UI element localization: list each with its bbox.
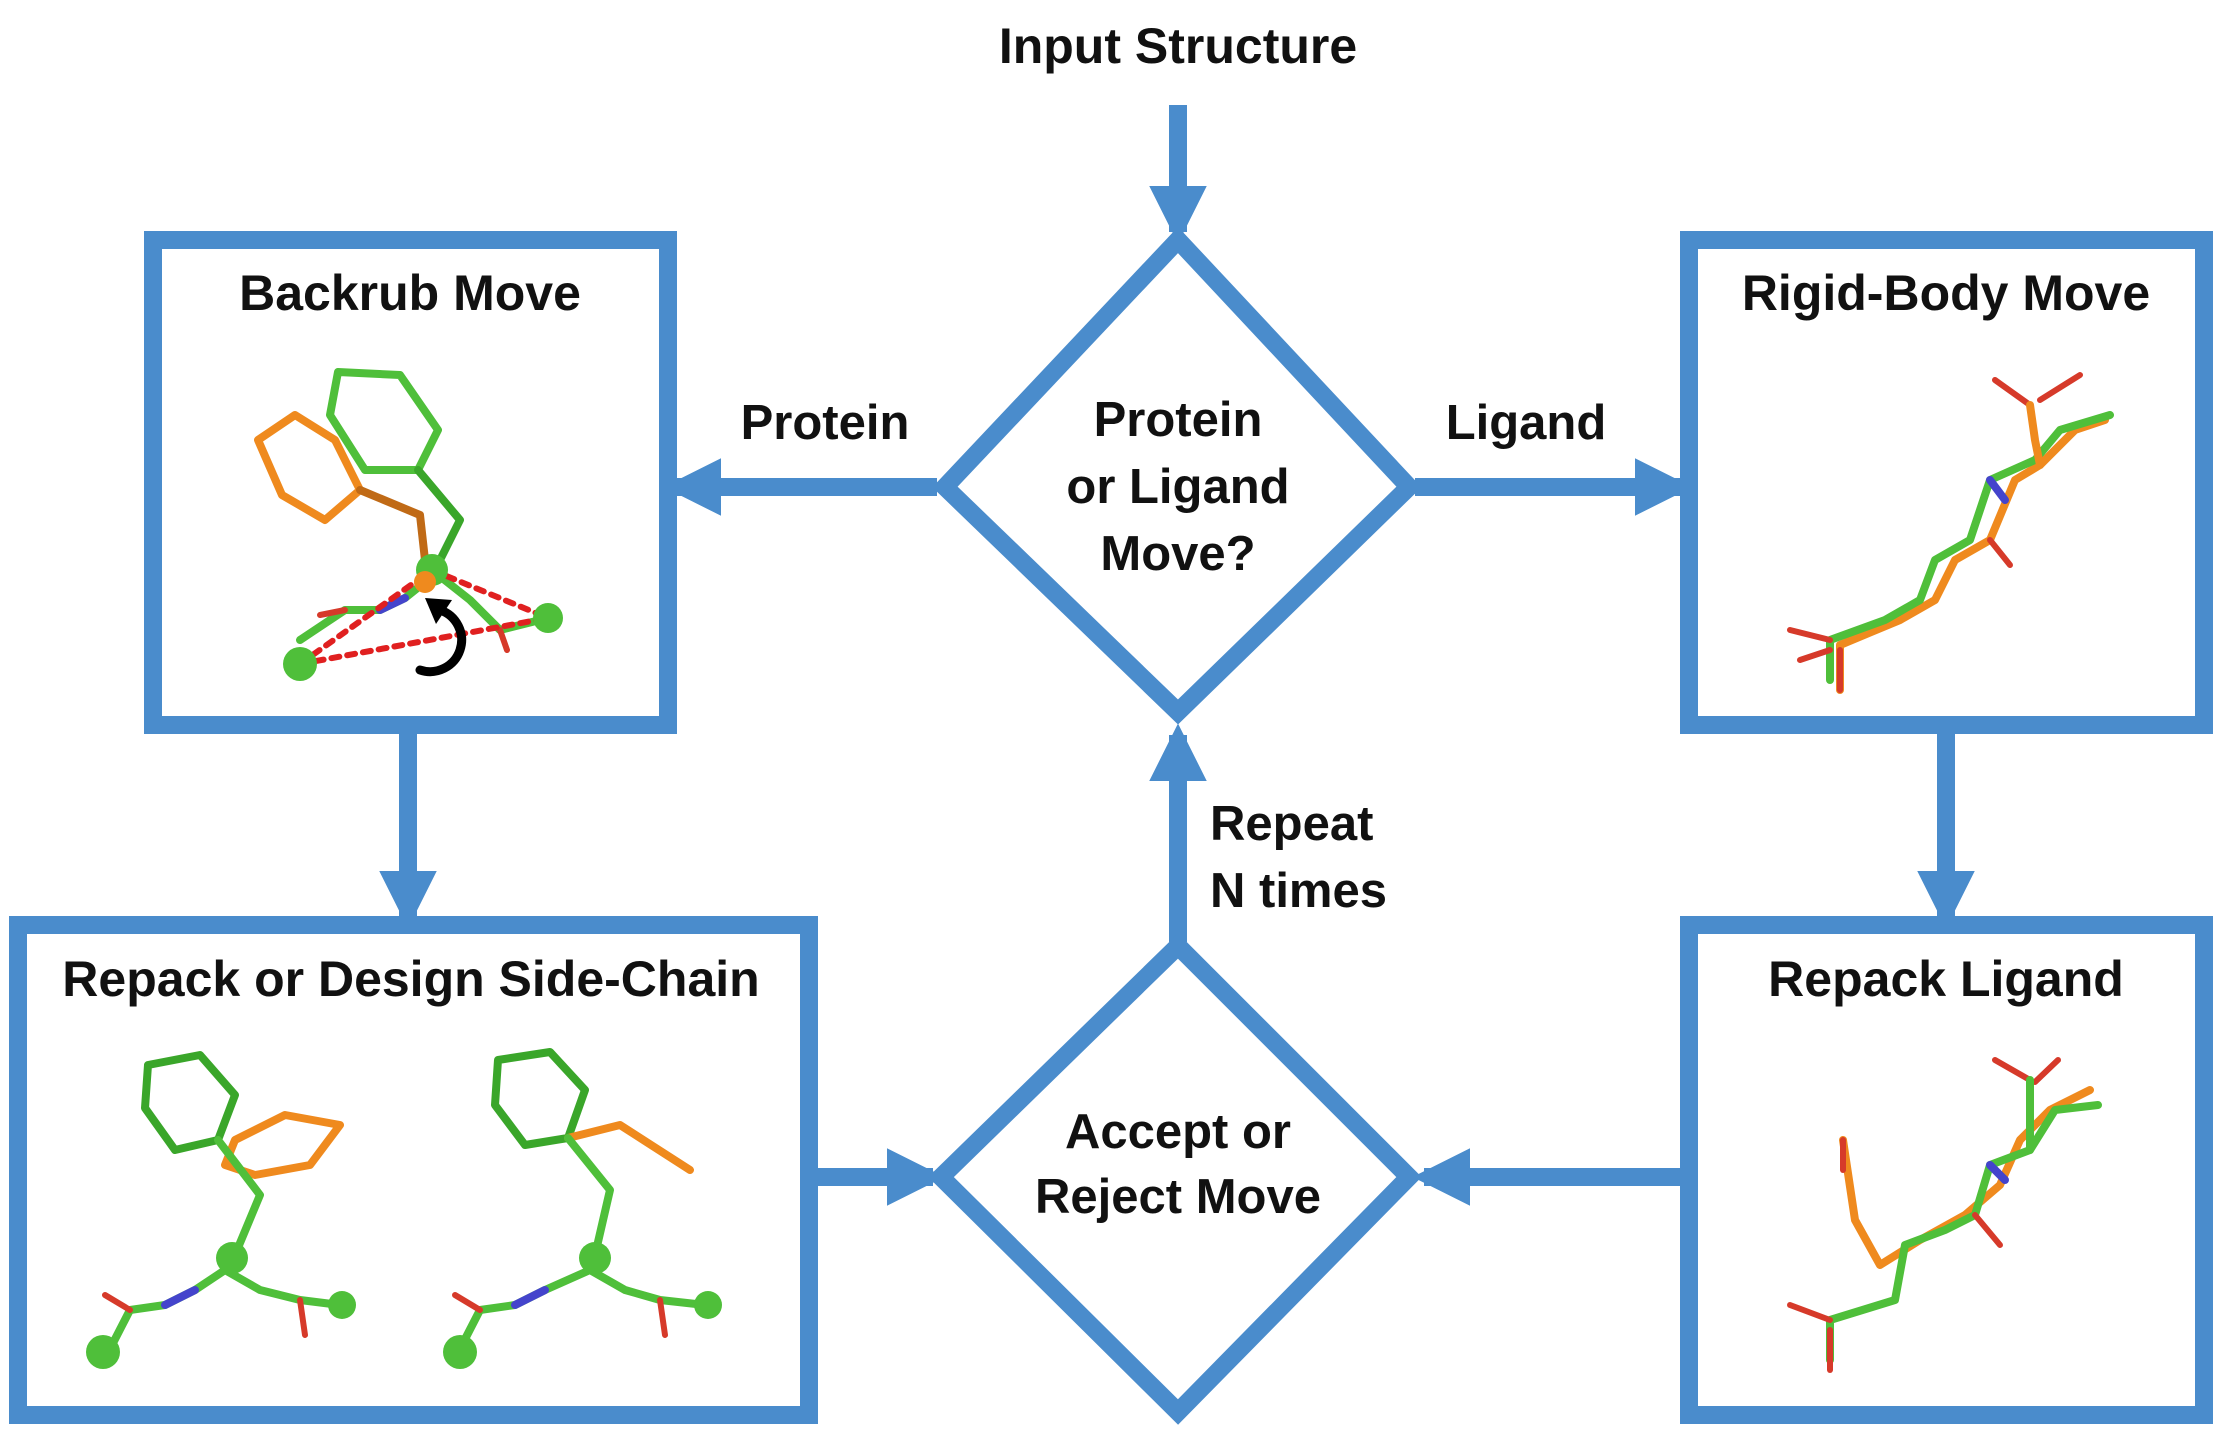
backrub-box-title: Backrub Move <box>239 265 581 321</box>
repack-ligand-box <box>1680 916 2213 1424</box>
repack-design-box <box>9 916 818 1424</box>
branch-protein-label: Protein <box>741 396 910 450</box>
ligand-green <box>1826 411 2114 684</box>
backrub-illustration <box>254 368 563 681</box>
input-structure-label: Input Structure <box>999 18 1357 74</box>
orange-ring <box>221 1111 344 1179</box>
side-chain-stalk <box>564 1134 614 1259</box>
ligand-oxygen <box>1972 1212 2003 1248</box>
rotation-arrow-icon <box>415 605 467 677</box>
rigid-body-box-title: Rigid-Body Move <box>1742 265 2150 321</box>
calpha-atom <box>328 1291 356 1319</box>
carbonyl <box>452 1292 483 1313</box>
ligand-tail <box>2026 401 2044 469</box>
backbone <box>108 1266 344 1349</box>
repack-design-illustration <box>86 1048 722 1369</box>
rigid-body-box <box>1680 231 2213 734</box>
calpha-atom <box>579 1242 611 1274</box>
contact-line-1 <box>297 615 551 667</box>
contact-line-2 <box>429 567 551 621</box>
rotation-arrow-head-icon <box>425 598 452 624</box>
calpha-atom <box>443 1335 477 1369</box>
repack-ligand-illustration <box>1787 1057 2102 1373</box>
carbonyl <box>297 1297 308 1338</box>
calpha-atom <box>694 1291 722 1319</box>
rigid-body-illustration <box>1787 372 2114 694</box>
backbone <box>458 1266 709 1349</box>
side-chain-stalk <box>214 1136 264 1259</box>
decision-move-text-3: Move? <box>1100 527 1255 581</box>
carbonyl <box>102 1292 133 1313</box>
backbone-n <box>161 1286 199 1309</box>
decision-accept-text-1: Accept or <box>1065 1105 1291 1159</box>
ligand-oxygen <box>1787 1302 1833 1323</box>
decision-accept-diamond <box>928 933 1422 1425</box>
ligand-orange <box>1839 1086 2094 1269</box>
ligand-oxygen <box>2037 372 2083 403</box>
decision-move-text-2: or Ligand <box>1066 460 1289 514</box>
backbone-n <box>511 1286 549 1309</box>
orange-chain <box>564 1121 694 1174</box>
ligand-oxygen <box>1797 647 1833 663</box>
decision-move-diamond <box>932 226 1422 725</box>
ligand-oxygen <box>2032 1057 2061 1085</box>
contact-line-3 <box>297 567 435 667</box>
ligand-nitrogen <box>1986 476 2009 504</box>
ligand-oxygen <box>1787 627 1833 643</box>
branch-ligand-label: Ligand <box>1446 396 1607 450</box>
repeat-label-2: N times <box>1210 864 1387 918</box>
repack-design-box-title: Repack or Design Side-Chain <box>62 951 759 1007</box>
repack-ligand-box-title: Repack Ligand <box>1768 951 2124 1007</box>
calpha-atom <box>283 647 317 681</box>
calpha-atom <box>86 1335 120 1369</box>
calpha-atom-orange <box>414 571 436 593</box>
ligand-oxygen <box>1992 1057 2033 1083</box>
ligand-nitrogen <box>1986 1161 2009 1184</box>
ligand-orange <box>1836 416 2109 694</box>
ligand-oxygen <box>1987 537 2013 568</box>
carbonyl-right <box>497 627 510 653</box>
decision-accept-text-2: Reject Move <box>1035 1170 1321 1224</box>
ligand-oxygen <box>1992 377 2033 408</box>
backbone-n <box>376 594 409 614</box>
repeat-label-1: Repeat <box>1210 797 1373 851</box>
ligand-green <box>1826 1101 2102 1364</box>
carbonyl-left <box>317 607 348 618</box>
decision-move-text-1: Protein <box>1094 393 1263 447</box>
carbonyl <box>657 1297 668 1338</box>
connectors <box>379 105 1975 1206</box>
calpha-atom <box>216 1242 248 1274</box>
calpha-atom <box>533 603 563 633</box>
